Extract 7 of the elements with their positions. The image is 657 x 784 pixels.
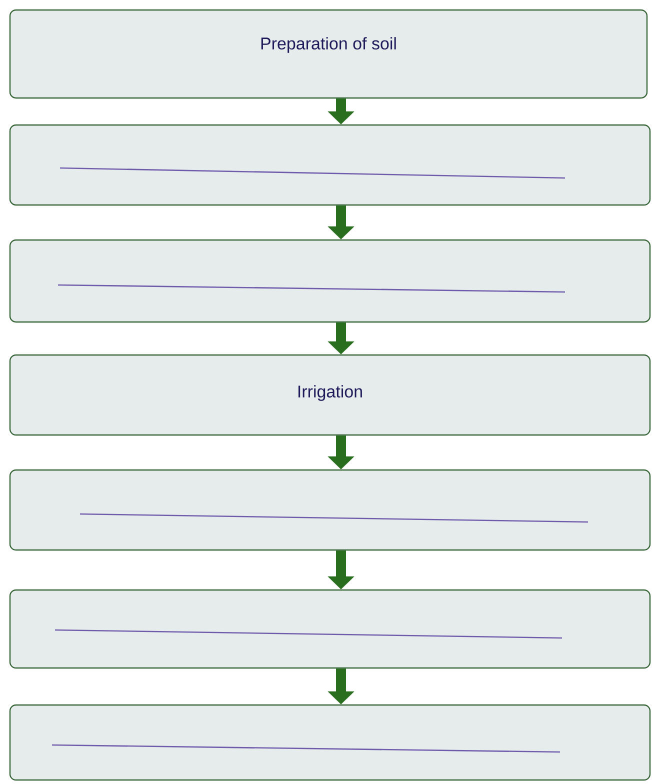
answer-box bbox=[9, 469, 651, 551]
answer-box bbox=[9, 589, 651, 669]
answer-box bbox=[9, 239, 651, 323]
answer-box bbox=[9, 124, 651, 206]
process-box: Preparation of soil bbox=[9, 9, 648, 99]
answer-box bbox=[9, 704, 651, 781]
process-box: Irrigation bbox=[9, 354, 651, 436]
